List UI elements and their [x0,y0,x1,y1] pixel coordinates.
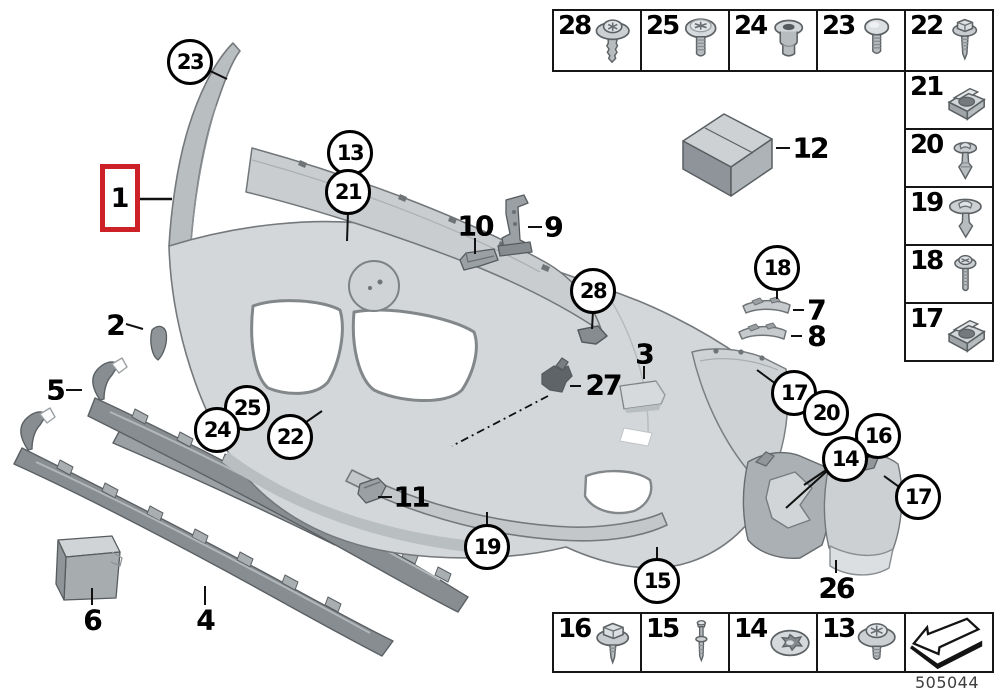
legend-cell-22[interactable]: 22 [904,9,994,72]
legend-number: 14 [734,614,768,644]
part-bumper-panel [168,42,778,569]
screw-washer-long-icon [940,248,992,302]
legend-number: 24 [734,11,768,41]
legend-cell-20[interactable]: 20 [904,128,994,188]
callout-13[interactable]: 13 [327,130,373,176]
callout-8[interactable]: 8 [807,319,827,353]
screw-washer-icon [588,13,640,67]
direction-arrow-icon [906,615,990,672]
legend-number: 22 [910,11,944,41]
screw-hex-icon [940,13,992,67]
legend-cell-18[interactable]: 18 [904,244,994,304]
callout-22[interactable]: 22 [267,414,313,460]
callout-15[interactable]: 15 [634,558,680,604]
legend-cell-23[interactable]: 23 [816,9,906,72]
legend-number: 25 [646,11,680,41]
callout-25[interactable]: 25 [224,385,270,431]
legend-cell-14[interactable]: 14 [728,612,818,673]
legend-cell-13[interactable]: 13 [816,612,906,673]
travel-direction-cell [904,612,994,673]
legend-number: 20 [910,130,944,160]
legend-top-row: 28 25 24 23 22 [552,9,994,72]
callout-4[interactable]: 4 [196,603,216,637]
legend-cell-17[interactable]: 17 [904,302,994,362]
expansion-rivet-icon [676,616,728,670]
callout-17-2[interactable]: 17 [895,474,941,520]
legend-cell-21[interactable]: 21 [904,70,994,130]
screw-big-washer-icon [852,616,904,670]
legend-cell-19[interactable]: 19 [904,186,994,246]
callout-24[interactable]: 24 [194,407,240,453]
rivet-nut-icon [764,13,816,67]
screw-round-icon [852,13,904,67]
hex-bolt-washer-icon [588,616,640,670]
legend-cell-16[interactable]: 16 [552,612,642,673]
legend-number: 16 [558,614,592,644]
legend-number: 19 [910,188,944,218]
screw-pan-icon [676,13,728,67]
part-small-fittings [55,113,773,601]
legend-number: 15 [646,614,680,644]
callout-28[interactable]: 28 [570,268,616,314]
callout-3[interactable]: 3 [635,337,655,371]
legend-right-column: 21 20 19 18 17 [904,70,994,362]
drawing-number: 505044 [914,673,980,692]
legend-cell-24[interactable]: 24 [728,9,818,72]
push-rivet-icon [940,132,992,186]
part-side-carrier [691,296,791,469]
callout-9[interactable]: 9 [544,210,564,244]
callout-7[interactable]: 7 [807,293,827,327]
legend-cell-15[interactable]: 15 [640,612,730,673]
push-rivet-large-icon [940,190,992,244]
cage-nut-icon [940,74,992,128]
legend-number: 28 [558,11,592,41]
callout-12[interactable]: 12 [792,131,830,165]
legend-number: 23 [822,11,856,41]
part-side-brackets [742,451,903,576]
legend-bottom-row: 16 15 14 13 [552,612,994,673]
callout-26[interactable]: 26 [818,571,856,605]
callout-11[interactable]: 11 [393,480,431,514]
legend-cell-25[interactable]: 25 [640,9,730,72]
legend-number: 18 [910,246,944,276]
callout-20[interactable]: 20 [803,390,849,436]
callout-5[interactable]: 5 [46,373,66,407]
star-washer-icon [764,616,816,670]
callout-18[interactable]: 18 [754,245,800,291]
callout-23[interactable]: 23 [167,39,213,85]
callout-27[interactable]: 27 [585,368,623,402]
callout-14[interactable]: 14 [822,436,868,482]
callout-2[interactable]: 2 [106,308,126,342]
callout-19[interactable]: 19 [464,524,510,570]
legend-number: 21 [910,72,944,102]
callout-10[interactable]: 10 [457,209,495,243]
cage-nut-icon [940,306,992,360]
callout-1[interactable]: 1 [100,164,140,232]
callout-6[interactable]: 6 [83,603,103,637]
legend-number: 13 [822,614,856,644]
callout-21[interactable]: 21 [325,169,371,215]
legend-number: 17 [910,304,944,334]
legend-cell-28[interactable]: 28 [552,9,642,72]
